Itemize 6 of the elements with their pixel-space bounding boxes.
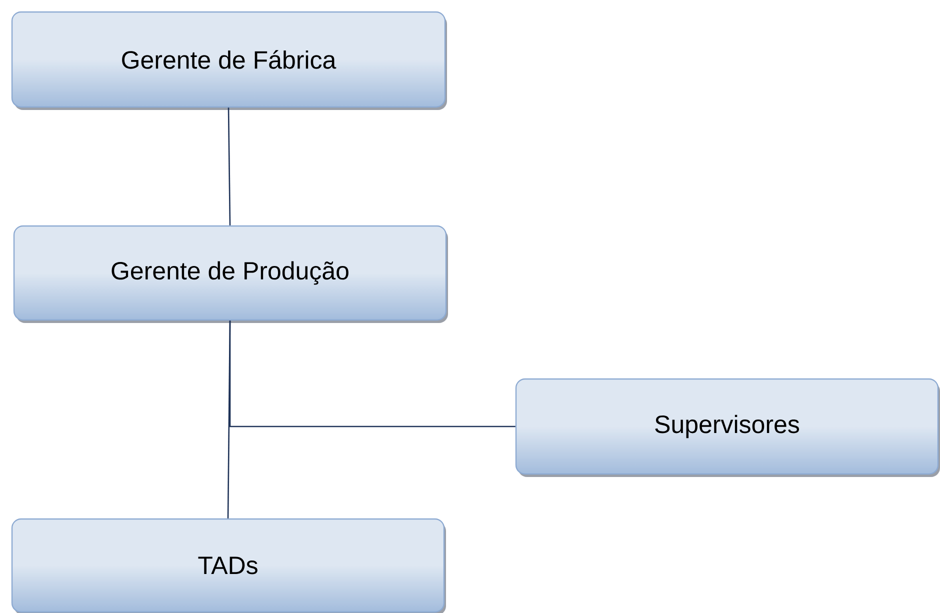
org-box: Gerente de Produção bbox=[13, 225, 448, 323]
connector-line bbox=[228, 108, 231, 226]
org-box: Supervisores bbox=[515, 378, 940, 477]
org-box: Gerente de Fábrica bbox=[11, 11, 447, 110]
org-box: TADs bbox=[11, 518, 446, 613]
connector-line bbox=[227, 320, 231, 518]
